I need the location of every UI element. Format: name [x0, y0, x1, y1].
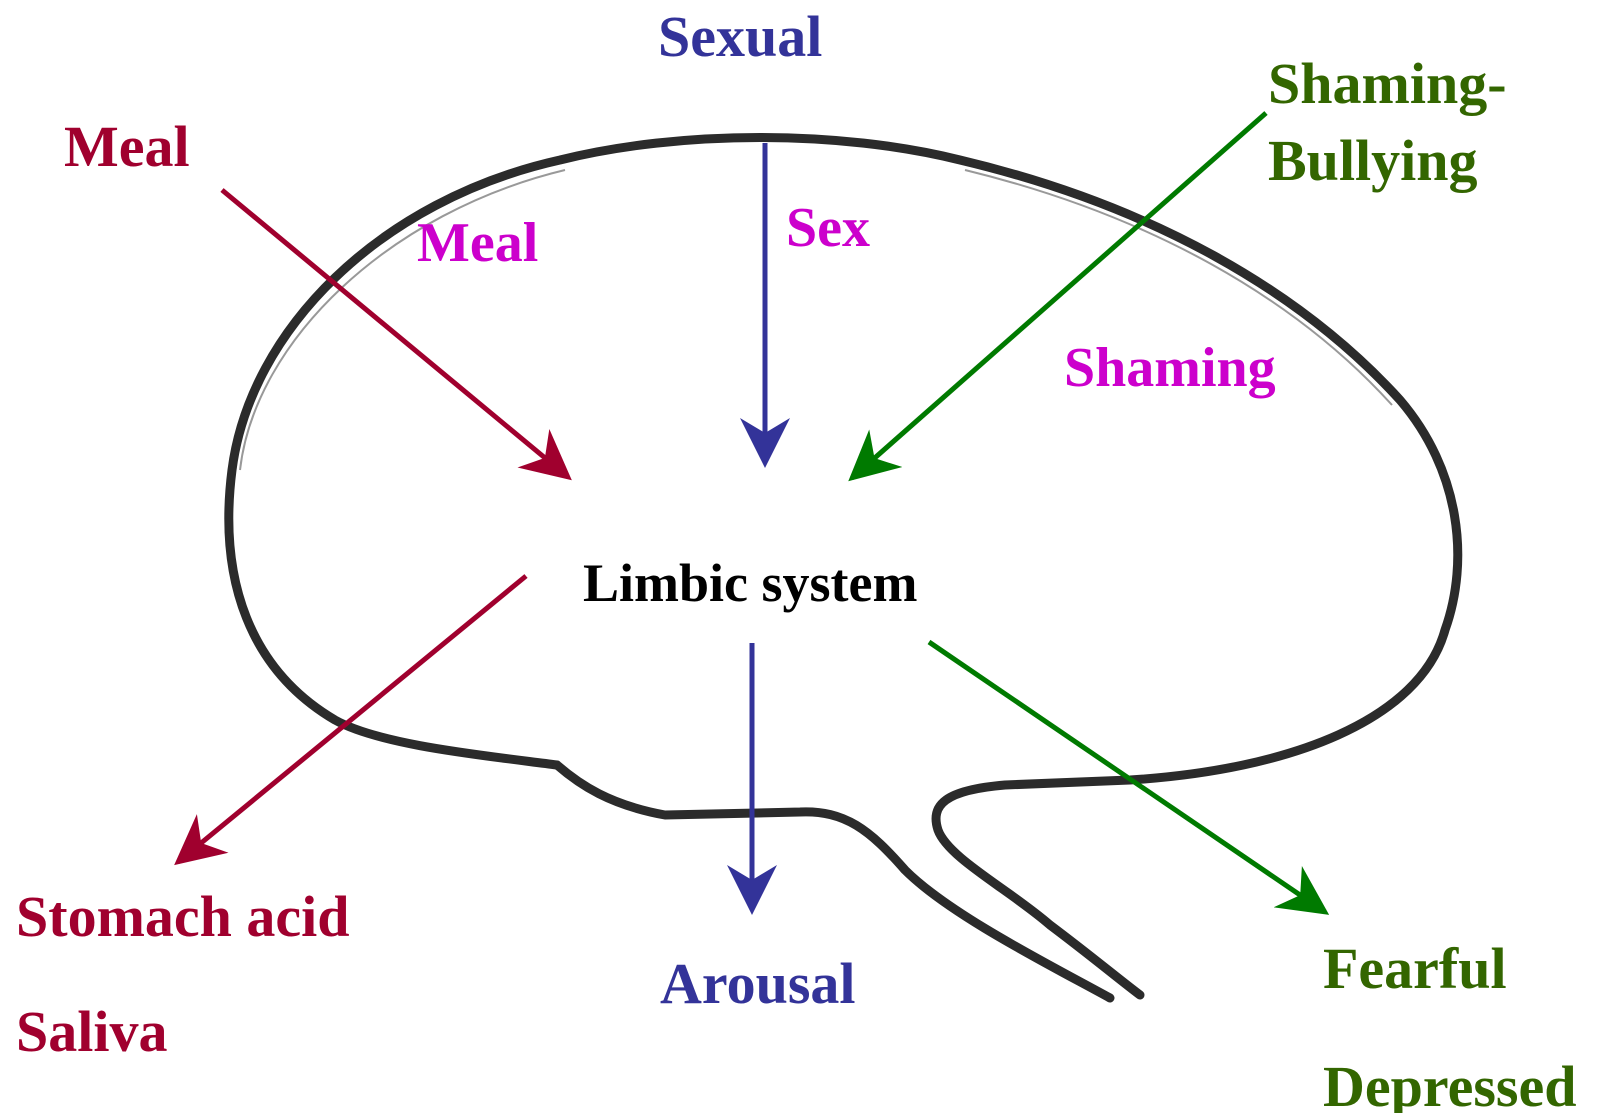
sexual-label: Sexual: [658, 8, 822, 66]
shaming-bullying-label-line1: Shaming-: [1268, 55, 1507, 113]
depressed-label: Depressed: [1323, 1058, 1576, 1113]
sex-inner-label: Sex: [786, 200, 870, 256]
saliva-label: Saliva: [16, 1003, 168, 1061]
stomach-acid-label: Stomach acid: [16, 888, 350, 946]
meal-inner-label: Meal: [417, 215, 538, 271]
meal-outer-label: Meal: [64, 118, 190, 176]
limbic-system-label: Limbic system: [583, 556, 917, 610]
arousal-label: Arousal: [660, 955, 856, 1013]
stomach-out-arrow: [178, 576, 526, 862]
shaming-in-arrow: [852, 113, 1266, 478]
shaming-bullying-label-line2: Bullying: [1268, 132, 1478, 190]
fearful-label: Fearful: [1323, 940, 1507, 998]
fearful-out-arrow: [929, 642, 1325, 912]
shaming-inner-label: Shaming: [1064, 340, 1276, 396]
